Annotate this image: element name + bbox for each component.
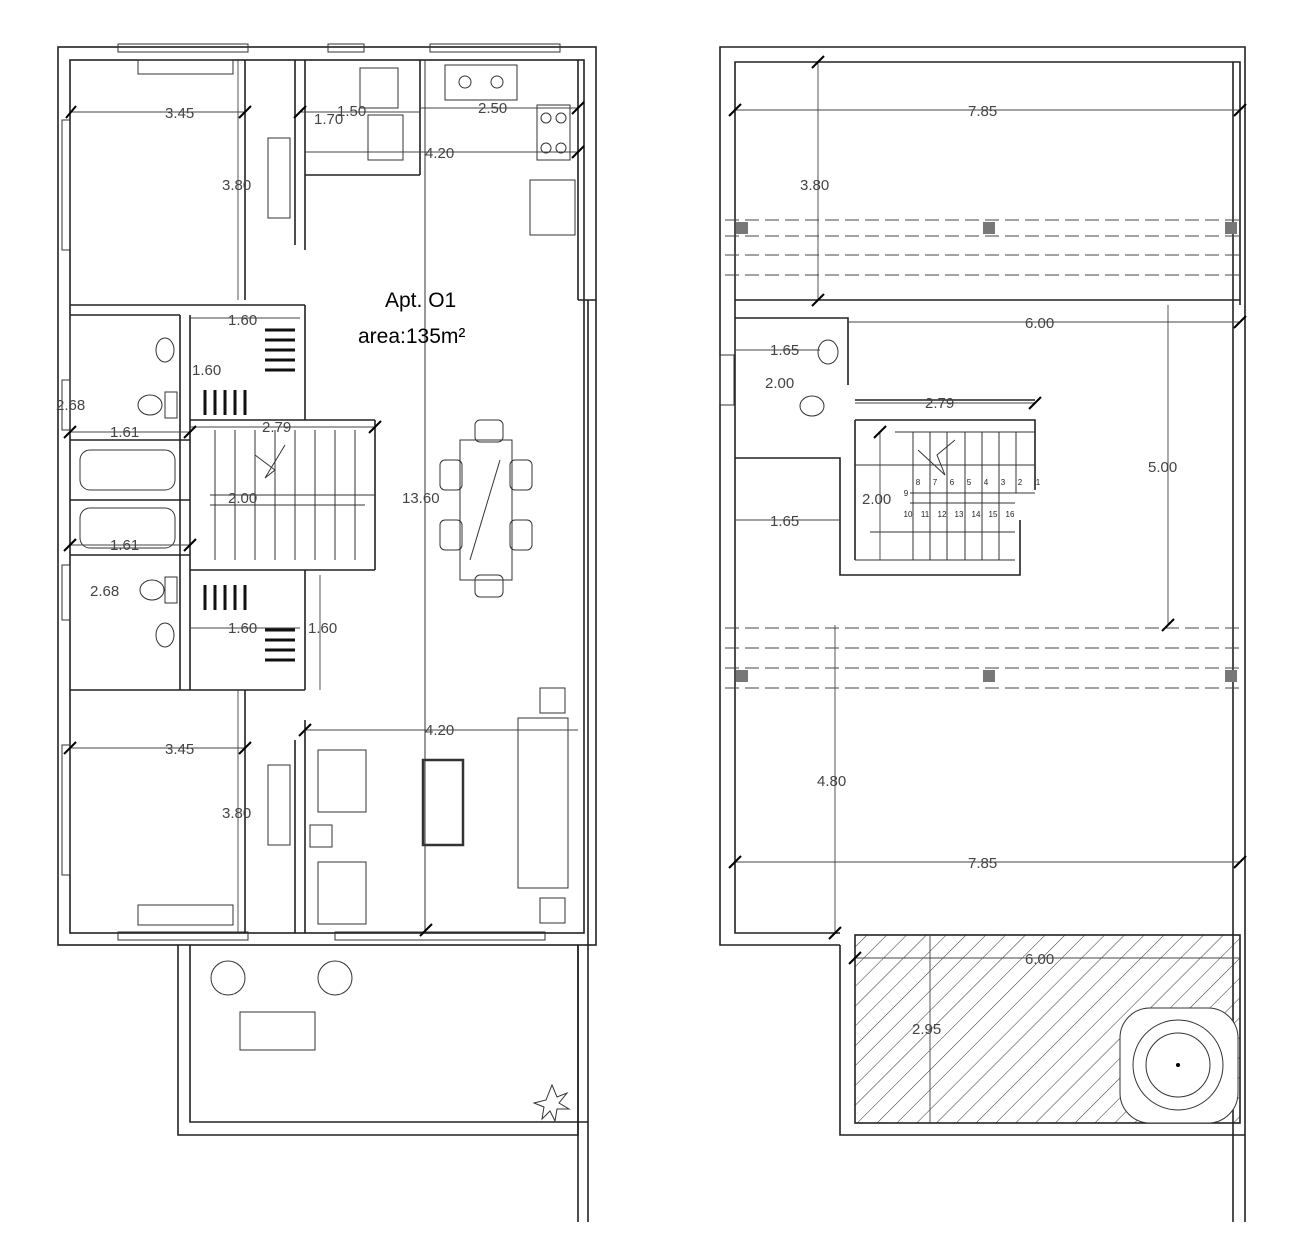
inner-wall — [69, 59, 585, 934]
dimension-labels: 7.85 3.80 6.00 1.65 2.00 2.79 5.00 1.65 … — [765, 103, 1177, 1038]
toilet-1 — [137, 394, 163, 416]
sofa — [517, 717, 569, 889]
furniture — [79, 59, 576, 1123]
stair — [210, 430, 375, 560]
svg-text:9: 9 — [904, 489, 909, 498]
dimension-lines — [63, 60, 585, 937]
wardrobe-2 — [267, 764, 291, 846]
dim-label: 1.61 — [110, 537, 139, 554]
dim-label: 2.00 — [862, 491, 891, 508]
dim-label: 2.68 — [90, 583, 119, 600]
dim-label: 2.50 — [478, 100, 507, 117]
svg-text:13: 13 — [955, 510, 964, 519]
dim-label: 3.45 — [165, 741, 194, 758]
side-table-2 — [539, 897, 566, 924]
dim-label: 1.65 — [770, 513, 799, 530]
coffee-table — [421, 758, 465, 847]
dimension-labels: 3.45 3.80 1.70 1.50 2.50 4.20 1.60 1.60 … — [56, 100, 507, 822]
bathtub-2 — [79, 507, 176, 549]
apartment-area: area:135m² — [358, 325, 465, 348]
svg-text:6: 6 — [950, 478, 955, 487]
dim-label: 6.00 — [1025, 951, 1054, 968]
washbasin-1 — [155, 337, 175, 363]
plant-icon — [532, 1083, 571, 1123]
dim-label: 3.80 — [222, 805, 251, 822]
dim-label: 7.85 — [968, 103, 997, 120]
lamp-table — [309, 824, 333, 848]
svg-text:11: 11 — [921, 510, 930, 519]
dim-label: 1.60 — [228, 620, 257, 637]
dining-table — [459, 439, 513, 581]
windows — [61, 43, 561, 941]
dim-label: 1.70 — [314, 111, 343, 128]
dim-label: 3.45 — [165, 105, 194, 122]
dim-label: 3.80 — [222, 177, 251, 194]
toilet — [799, 395, 825, 417]
svg-text:12: 12 — [938, 510, 947, 519]
apartment-title: Apt. O1 — [385, 289, 456, 312]
dim-label: 6.00 — [1025, 315, 1054, 332]
bed-headboard-2 — [137, 904, 234, 926]
svg-text:4: 4 — [984, 478, 989, 487]
dim-label: 1.60 — [308, 620, 337, 637]
left-plan: Apt. O1 area:135m² 3.45 3.80 1.70 1.50 2… — [56, 43, 597, 1222]
washbasin — [817, 339, 839, 365]
dim-label: 2.68 — [56, 397, 85, 414]
washbasin-2 — [155, 622, 175, 648]
terrace-chair-2 — [317, 960, 353, 996]
svg-text:2: 2 — [1018, 478, 1023, 487]
terrace — [177, 300, 589, 1222]
beams — [725, 219, 1240, 689]
terrace-chair-1 — [210, 960, 246, 996]
stair-step-numbers: 8 7 6 5 4 3 2 1 9 10 11 12 13 14 15 16 — [904, 478, 1041, 519]
dim-label: 1.65 — [770, 342, 799, 359]
kitchen-sink-small — [367, 114, 404, 161]
outer-wall — [57, 46, 597, 946]
stair-treads — [855, 431, 1035, 561]
svg-text:15: 15 — [989, 510, 998, 519]
roof-terrace — [839, 934, 1245, 1136]
dim-label: 2.79 — [925, 395, 954, 412]
dim-label: 4.20 — [425, 145, 454, 162]
dim-label: 13.60 — [402, 490, 440, 507]
wardrobe-1 — [267, 137, 291, 219]
dim-label: 1.60 — [192, 362, 221, 379]
dim-label: 4.80 — [817, 773, 846, 790]
dim-label: 5.00 — [1148, 459, 1177, 476]
dim-label: 4.20 — [425, 722, 454, 739]
toilet-2 — [139, 579, 165, 601]
dim-label: 3.80 — [800, 177, 829, 194]
side-table-1 — [539, 687, 566, 714]
svg-text:7: 7 — [933, 478, 938, 487]
svg-text:8: 8 — [916, 478, 921, 487]
armchair-2 — [317, 861, 367, 925]
cabinet — [529, 179, 576, 236]
dim-label: 1.50 — [337, 103, 366, 120]
dim-label: 2.95 — [912, 1021, 941, 1038]
dim-label: 1.60 — [228, 312, 257, 329]
fridge — [359, 67, 399, 109]
svg-text:5: 5 — [967, 478, 972, 487]
kitchen-sink — [444, 64, 518, 101]
svg-text:10: 10 — [904, 510, 913, 519]
bed-headboard-1 — [137, 59, 234, 75]
svg-text:16: 16 — [1006, 510, 1015, 519]
dim-label: 1.61 — [110, 424, 139, 441]
dim-label: 2.00 — [228, 490, 257, 507]
dimension-lines — [728, 55, 1247, 1123]
svg-text:3: 3 — [1001, 478, 1006, 487]
closets — [203, 328, 295, 662]
dim-label: 7.85 — [968, 855, 997, 872]
stove — [536, 104, 571, 161]
dim-label: 2.00 — [765, 375, 794, 392]
svg-text:14: 14 — [972, 510, 981, 519]
interior-walls — [70, 60, 596, 933]
planter — [239, 1011, 316, 1051]
dim-label: 2.79 — [262, 419, 291, 436]
armchair-1 — [317, 749, 367, 813]
svg-text:1: 1 — [1036, 478, 1041, 487]
bathtub-1 — [79, 449, 176, 491]
right-plan: 8 7 6 5 4 3 2 1 9 10 11 12 13 14 15 16 — [719, 46, 1247, 1222]
window — [719, 354, 735, 406]
